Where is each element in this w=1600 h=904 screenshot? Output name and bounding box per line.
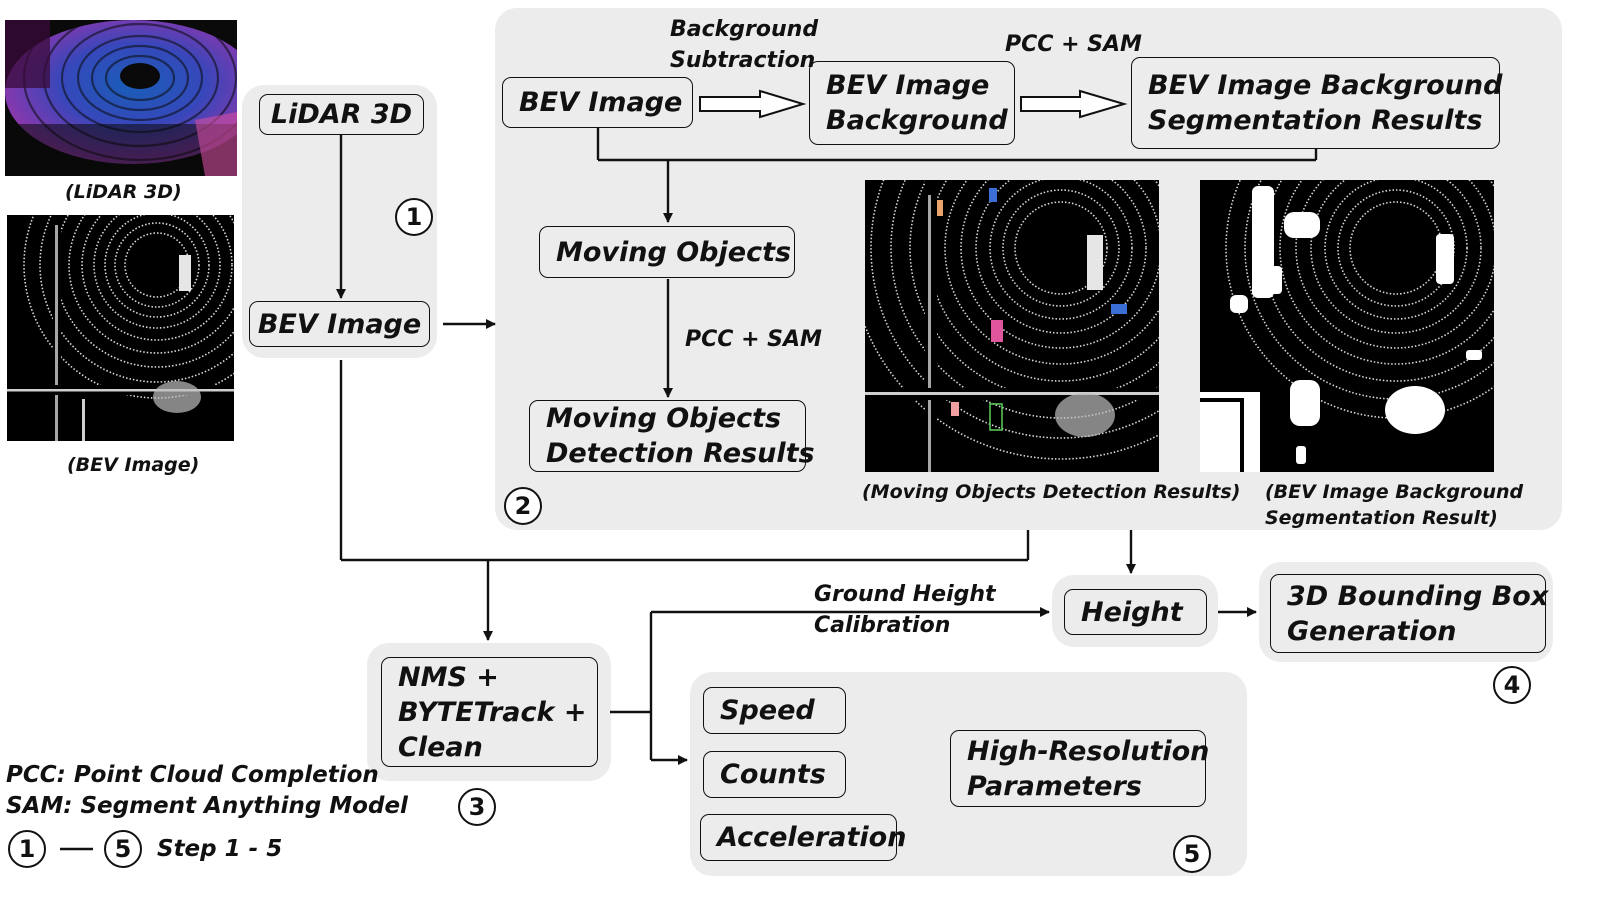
ground-line1: Ground Height [814, 582, 996, 607]
hires-line2: Parameters [967, 770, 1142, 802]
ground-line2: Calibration [814, 613, 951, 638]
step-5-badge: 5 [1173, 835, 1211, 873]
nms-bytetrack-clean-node: NMS + BYTETrack + Clean [381, 657, 598, 767]
lidar-caption: (LiDAR 3D) [65, 181, 182, 203]
segmentation-caption: (BEV Image Background Segmentation Resul… [1265, 479, 1523, 531]
counts-label: Counts [720, 759, 826, 790]
high-resolution-parameters-node: High-Resolution Parameters [950, 730, 1210, 807]
legend-pcc: PCC: Point Cloud Completion [6, 762, 379, 788]
step-3-badge: 3 [458, 788, 496, 826]
step-2-badge: 2 [504, 487, 542, 525]
legend-sam: SAM: Segment Anything Model [6, 793, 408, 819]
moving-det-line1: Moving Objects [546, 403, 782, 434]
bev-bg-line1: BEV Image [826, 70, 990, 101]
background-subtraction-label: Background Subtraction [670, 14, 818, 76]
bev-background-segmentation-image [1200, 180, 1494, 472]
bev-image-node: BEV Image [249, 301, 430, 347]
legend-step-range: Step 1 - 5 [157, 836, 283, 862]
bbox-line2: Generation [1287, 615, 1457, 647]
bev-bg-line2: Background [826, 105, 1008, 136]
acceleration-label: Acceleration [717, 822, 907, 853]
lidar-3d-node: LiDAR 3D [259, 94, 424, 135]
moving-objects-caption: (Moving Objects Detection Results) [862, 481, 1241, 503]
moving-objects-label: Moving Objects [556, 236, 792, 268]
step-4-badge: 4 [1493, 666, 1531, 704]
moving-objects-detection-image [865, 180, 1159, 472]
hires-line1: High-Resolution [967, 735, 1210, 767]
speed-label: Speed [720, 695, 815, 726]
segmentation-caption-line1: (BEV Image Background [1265, 481, 1524, 503]
nms-line1: NMS + [398, 661, 499, 693]
bev-caption: (BEV Image) [67, 454, 200, 476]
bg-sub-line1: Background [670, 17, 819, 42]
bg-sub-line2: Subtraction [670, 48, 816, 73]
bev-bg-seg-line1: BEV Image Background [1148, 70, 1503, 101]
3d-bounding-box-node: 3D Bounding Box Generation [1270, 574, 1549, 653]
pcc-sam-top-label: PCC + SAM [1005, 32, 1142, 57]
lidar-3d-node-label: LiDAR 3D [270, 99, 413, 130]
lidar-3d-image [5, 20, 237, 176]
nms-line3: Clean [398, 731, 483, 763]
bev-image-node-label: BEV Image [257, 308, 422, 340]
legend-step-to-badge: 5 [104, 830, 142, 868]
nms-line2: BYTETrack + [398, 696, 587, 728]
moving-objects-detection-node: Moving Objects Detection Results [529, 400, 815, 472]
moving-det-line2: Detection Results [546, 438, 815, 469]
acceleration-node: Acceleration [700, 814, 907, 861]
pcc-sam-mid-label: PCC + SAM [685, 327, 822, 352]
bev-image [7, 215, 234, 441]
height-node: Height [1064, 589, 1207, 635]
bev-image-background-node: BEV Image Background [809, 61, 1015, 145]
bev-background-segmentation-node: BEV Image Background Segmentation Result… [1131, 57, 1503, 149]
ground-height-calibration-label: Ground Height Calibration [814, 579, 996, 641]
bev-image-node-step2: BEV Image [502, 77, 693, 128]
legend-step-from-badge: 1 [8, 830, 46, 868]
bbox-line1: 3D Bounding Box [1287, 580, 1549, 612]
height-label: Height [1081, 596, 1183, 628]
step-1-badge: 1 [395, 198, 433, 236]
bev-bg-seg-line2: Segmentation Results [1148, 105, 1483, 136]
counts-node: Counts [703, 751, 846, 798]
moving-objects-node: Moving Objects [539, 226, 795, 278]
speed-node: Speed [703, 687, 846, 734]
bev-image-step2-label: BEV Image [519, 87, 683, 118]
segmentation-caption-line2: Segmentation Result) [1265, 507, 1498, 529]
